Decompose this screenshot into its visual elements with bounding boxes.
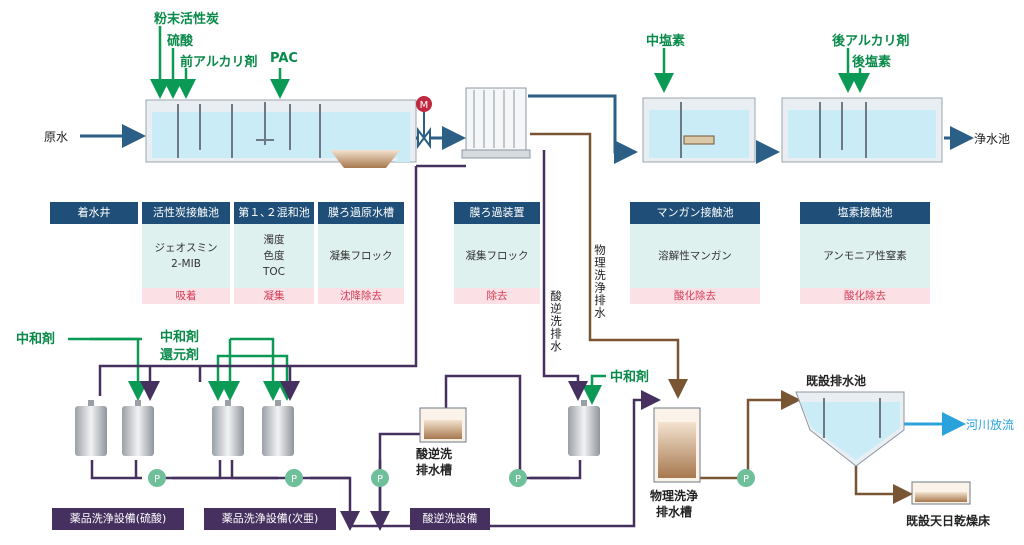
chem-label-pac: PAC <box>270 51 298 66</box>
chem-cleaning-lines <box>90 150 661 531</box>
chem-label-post-chlorine: 後塩素 <box>852 55 892 70</box>
pump-icon: P <box>371 469 389 487</box>
unit-header: 膜ろ過原水槽 <box>318 202 404 224</box>
unit-column-manganese: マンガン接触池 溶解性マンガン 酸化除去 <box>630 202 760 304</box>
unit-substance: アンモニア性窒素 <box>800 224 930 288</box>
svg-text:P: P <box>154 474 160 485</box>
unit-header: 活性炭接触池 <box>142 202 230 224</box>
panel-chem-wash-sulfuric: 薬品洗浄設備(硫酸) <box>52 508 184 530</box>
drying-bed-label: 既設天日乾燥床 <box>906 514 991 528</box>
svg-text:P: P <box>515 474 521 485</box>
unit-action: 凝集 <box>234 288 314 304</box>
physical-wash-line <box>530 132 913 504</box>
unit-column-carbon: 活性炭接触池 ジェオスミン 2-MIB 吸着 <box>142 202 230 304</box>
intake-basin-group <box>145 99 417 168</box>
unit-substance: 溶解性マンガン <box>630 224 760 288</box>
svg-text:P: P <box>377 474 383 485</box>
acid-backwash-tank-shape <box>419 407 467 443</box>
chlorine-basin-shape <box>781 97 943 163</box>
acid-backwash-tank-label: 酸逆洗 排水槽 <box>416 447 453 477</box>
unit-action: 酸化除去 <box>800 288 930 304</box>
membrane-unit-shape <box>461 87 531 159</box>
chem-label-pre-alkali: 前アルカリ剤 <box>180 55 258 70</box>
chem-label-neutralizer: 中和剤 <box>610 370 650 385</box>
svg-text:P: P <box>743 474 749 485</box>
unit-substance: ジェオスミン 2-MIB <box>142 224 230 288</box>
chem-label-mid-chlorine: 中塩素 <box>646 34 686 49</box>
unit-action: 酸化除去 <box>630 288 760 304</box>
unit-column-chlorine: 塩素接触池 アンモニア性窒素 酸化除去 <box>800 202 930 304</box>
pumps: P P P P P <box>148 469 755 487</box>
drain-pond-shape <box>795 391 905 467</box>
motor-valve: M <box>416 96 432 149</box>
panel-chem-wash-hypochlorite: 薬品洗浄設備(次亜) <box>204 508 336 530</box>
pump-icon: P <box>148 469 166 487</box>
pump-icon: P <box>737 469 755 487</box>
unit-column-mixing: 第１､２混和池 濁度 色度 TOC 凝集 <box>234 202 314 304</box>
motor-label: M <box>420 100 429 111</box>
chem-label-sulfuric-acid: 硫酸 <box>167 34 194 49</box>
unit-header: 着水井 <box>50 202 138 224</box>
pump-icon: P <box>509 469 527 487</box>
unit-substance: 凝集フロック <box>318 224 404 288</box>
unit-action: 沈降除去 <box>318 288 404 304</box>
unit-column-raw-tank: 膜ろ過原水槽 凝集フロック 沈降除去 <box>318 202 404 304</box>
unit-column-intake: 着水井 <box>50 202 138 224</box>
chem-label-reductant: 還元剤 <box>160 348 200 363</box>
pump-icon: P <box>285 469 303 487</box>
unit-header: 膜ろ過装置 <box>454 202 540 224</box>
unit-action: 除去 <box>454 288 540 304</box>
chem-label-powdered-carbon: 粉末活性炭 <box>154 12 220 27</box>
drain-pond-label: 既設排水池 <box>806 374 867 388</box>
acid-backwash-drain-label: 酸逆洗排水 <box>549 290 563 353</box>
unit-column-membrane: 膜ろ過装置 凝集フロック 除去 <box>454 202 540 304</box>
unit-header: マンガン接触池 <box>630 202 760 224</box>
clear-well-label: 浄水池 <box>974 132 1011 146</box>
chem-tanks <box>75 400 600 456</box>
chem-label-neutralizer: 中和剤 <box>16 332 56 347</box>
unit-substance: 濁度 色度 TOC <box>234 224 314 288</box>
unit-action: 吸着 <box>142 288 230 304</box>
unit-substance: 凝集フロック <box>454 224 540 288</box>
svg-text:P: P <box>291 474 297 485</box>
panel-acid-backwash: 酸逆洗設備 <box>410 508 490 530</box>
unit-header: 第１､２混和池 <box>234 202 314 224</box>
river-discharge-label: 河川放流 <box>966 418 1015 432</box>
physical-wash-drain-label: 物理洗浄排水 <box>593 244 607 319</box>
raw-water-label: 原水 <box>44 130 69 144</box>
unit-header: 塩素接触池 <box>800 202 930 224</box>
chem-label-post-alkali: 後アルカリ剤 <box>832 34 910 49</box>
physical-wash-tank-shape <box>653 407 701 483</box>
physical-wash-tank-label: 物理洗浄 排水槽 <box>650 489 699 519</box>
manganese-basin-shape <box>642 97 756 163</box>
drying-bed-shape <box>911 481 971 505</box>
chem-label-neutralizer: 中和剤 <box>160 330 200 345</box>
